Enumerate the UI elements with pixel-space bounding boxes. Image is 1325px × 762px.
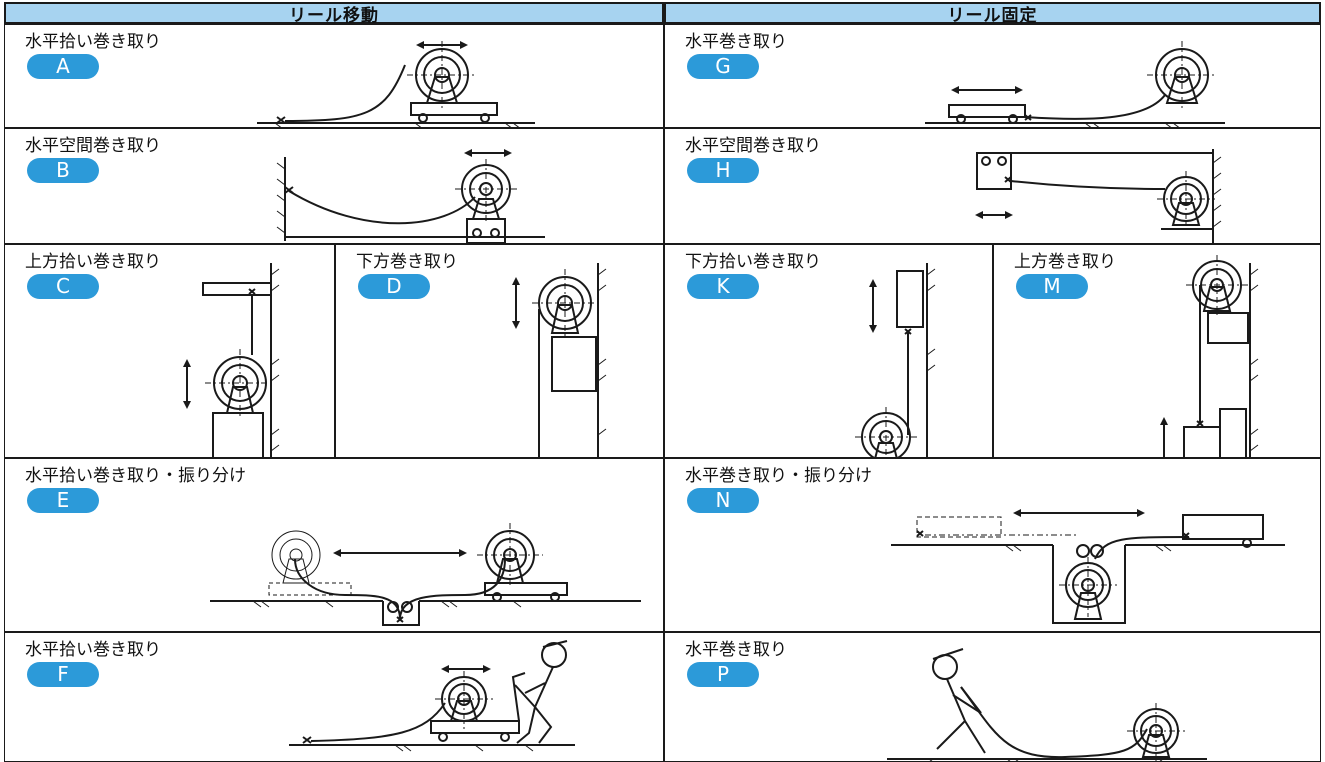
cell-title: 水平巻き取り・振り分け [685, 466, 872, 486]
cell-title: 水平巻き取り [685, 32, 787, 52]
cell-f: 水平拾い巻き取り F [4, 632, 664, 762]
diagram-c [183, 263, 280, 457]
diagram-f [289, 640, 575, 752]
cell-title: 水平巻き取り [685, 640, 787, 660]
diagram-m [1160, 255, 1259, 457]
badge-k: K [687, 274, 759, 299]
badge-g: G [687, 54, 759, 79]
badge-e: E [27, 488, 99, 513]
cell-title: 上方巻き取り [1014, 252, 1116, 272]
badge-b: B [27, 158, 99, 183]
cell-b: 水平空間巻き取り B [4, 128, 664, 244]
cell-c: 上方拾い巻き取り C [4, 244, 335, 458]
cell-h: 水平空間巻き取り H [664, 128, 1321, 244]
cell-title: 水平拾い巻き取り [25, 640, 161, 660]
badge-c: C [27, 274, 99, 299]
diagram-d [512, 263, 607, 457]
badge-m: M [1016, 274, 1088, 299]
cell-title: 水平拾い巻き取り [25, 32, 161, 52]
badge-d: D [358, 274, 430, 299]
header-reel-fixed: リール固定 [664, 2, 1321, 26]
badge-f: F [27, 662, 99, 687]
cell-n: 水平巻き取り・振り分け N [664, 458, 1321, 632]
diagram-a [257, 41, 535, 127]
diagram-n [891, 509, 1285, 624]
cell-p: 水平巻き取り P [664, 632, 1321, 762]
cell-title: 下方巻き取り [356, 252, 458, 272]
badge-a: A [27, 54, 99, 79]
cell-title: 水平空間巻き取り [25, 136, 161, 156]
diagram-e [210, 523, 641, 626]
cell-title: 水平拾い巻き取り・振り分け [25, 466, 246, 486]
cell-m: 上方巻き取り M [993, 244, 1321, 458]
cell-g: 水平巻き取り G [664, 24, 1321, 128]
cell-title: 下方拾い巻き取り [685, 252, 821, 272]
cell-title: 水平空間巻き取り [685, 136, 821, 156]
cell-d: 下方巻き取り D [335, 244, 664, 458]
diagram-p [887, 648, 1207, 761]
diagram-g [925, 41, 1225, 127]
cell-title: 上方拾い巻き取り [25, 252, 161, 272]
diagram-b [276, 149, 545, 243]
badge-p: P [687, 662, 759, 687]
badge-h: H [687, 158, 759, 183]
cell-a: 水平拾い巻き取り A [4, 24, 664, 128]
diagram-k [855, 263, 936, 457]
diagram-h [975, 149, 1222, 243]
cell-k: 下方拾い巻き取り K [664, 244, 993, 458]
header-reel-moving: リール移動 [4, 2, 664, 26]
cell-e: 水平拾い巻き取り・振り分け E [4, 458, 664, 632]
badge-n: N [687, 488, 759, 513]
